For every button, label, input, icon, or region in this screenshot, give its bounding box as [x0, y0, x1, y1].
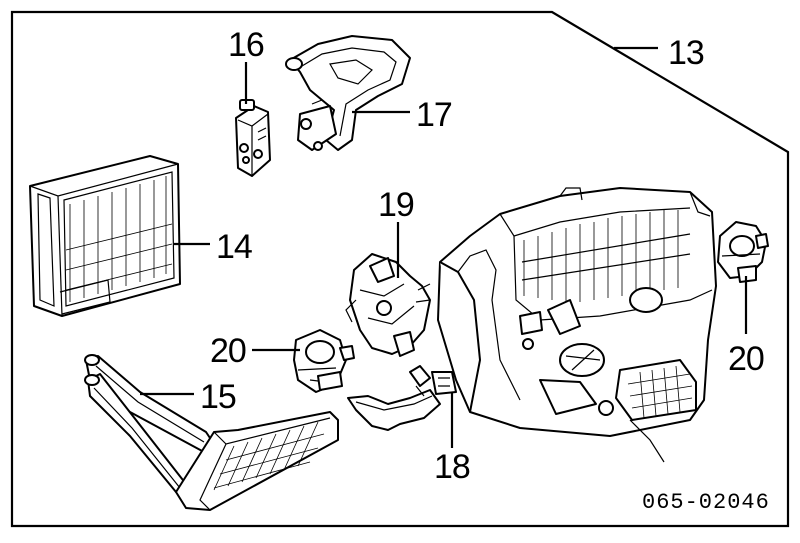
diagram-frame	[10, 10, 790, 528]
callout-20-right: 20	[728, 340, 764, 378]
diagram-code: 065-02046	[642, 490, 770, 515]
heater-core	[84, 354, 339, 511]
callout-20-left: 20	[210, 332, 246, 370]
servo-motor	[345, 253, 431, 357]
callout-17: 17	[416, 96, 452, 134]
refrigerant-tube	[285, 35, 411, 151]
wire-harness	[347, 365, 457, 431]
callout-14: 14	[216, 228, 252, 266]
expansion-valve	[235, 99, 271, 177]
callout-18: 18	[434, 448, 470, 486]
callout-16: 16	[228, 26, 264, 64]
callout-15: 15	[200, 378, 236, 416]
callout-13: 13	[668, 34, 704, 72]
damper-servo-left	[293, 329, 355, 393]
heater-unit-assembly	[437, 187, 717, 463]
evaporator	[29, 155, 181, 317]
damper-servo-right	[717, 221, 769, 283]
leader-lines	[140, 46, 748, 448]
callout-19: 19	[378, 186, 414, 224]
